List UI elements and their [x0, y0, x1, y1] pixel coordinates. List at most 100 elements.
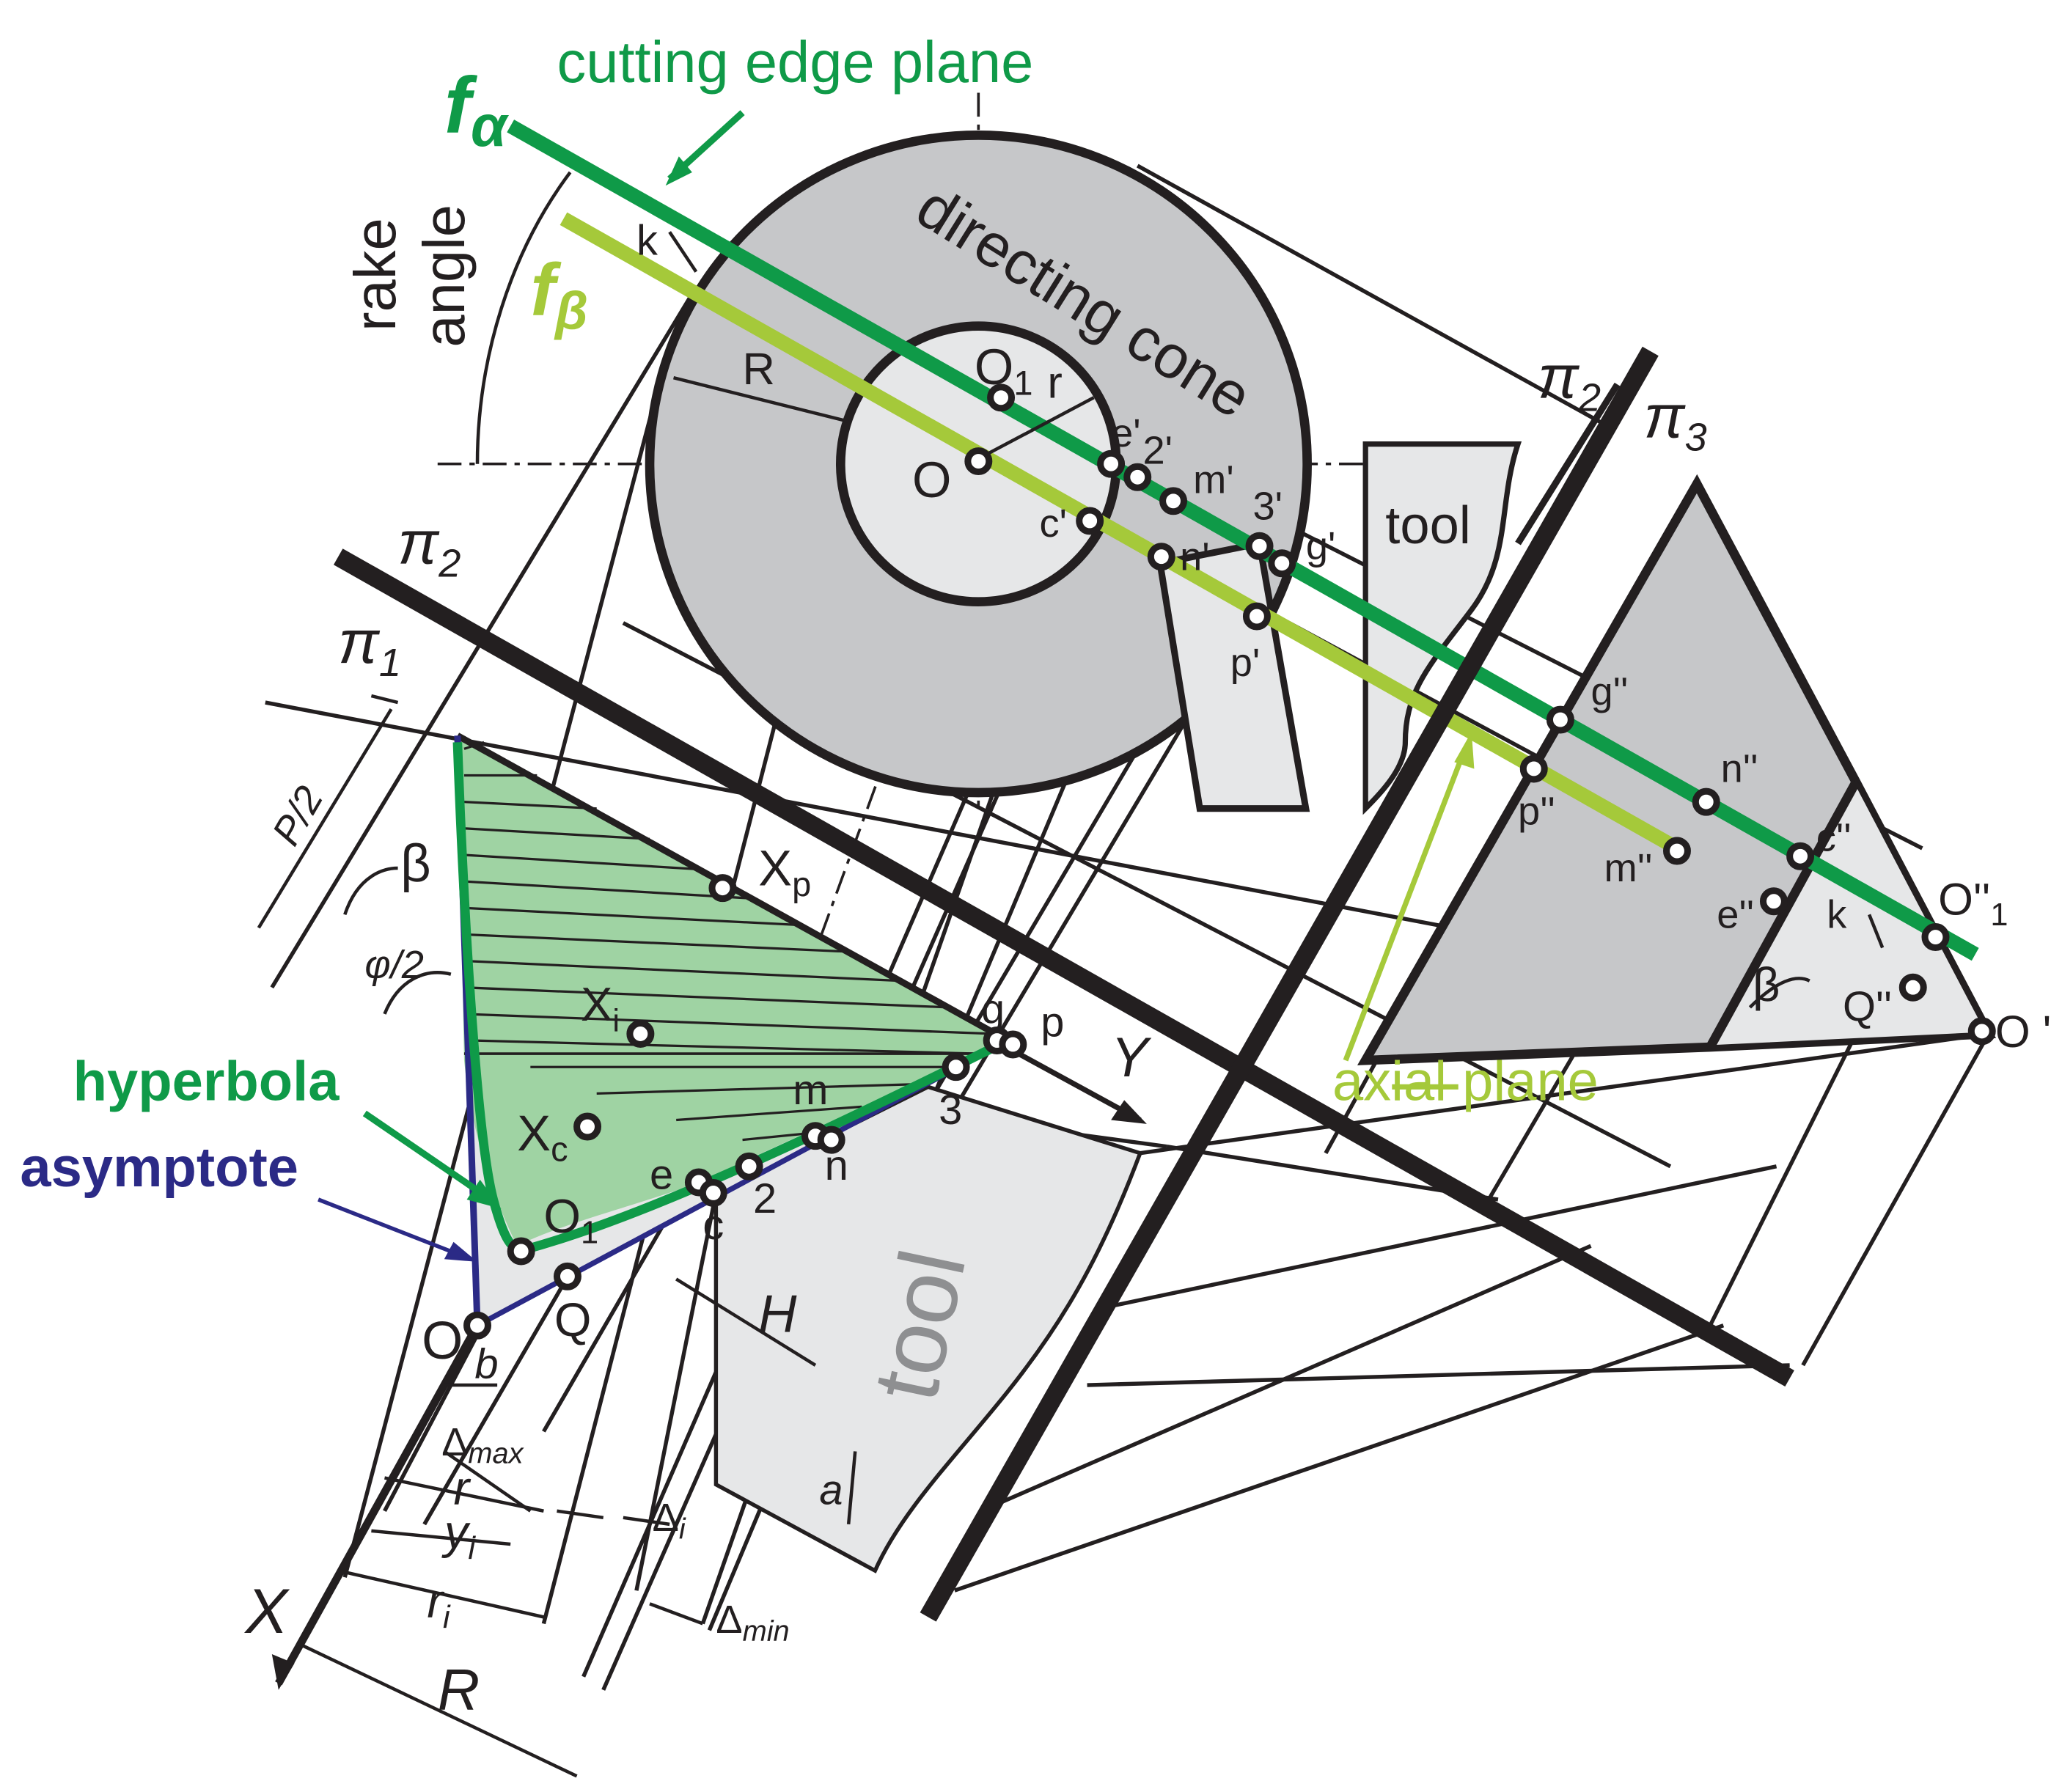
- label-c: c: [702, 1202, 724, 1249]
- label-e-dprime: e'': [1717, 892, 1754, 936]
- point-p-dprime: [1519, 754, 1548, 783]
- point-n: [817, 1125, 845, 1154]
- point-Xc: [573, 1112, 602, 1141]
- label-delta-max: Δmax: [441, 1420, 524, 1470]
- plane-lines: [507, 120, 1979, 961]
- point-3: [942, 1053, 970, 1082]
- label-p: p: [1041, 999, 1064, 1046]
- label-g-prime: g': [1306, 524, 1336, 568]
- label-Q-bottom: Q: [554, 1293, 592, 1346]
- label-p-prime: p': [1230, 641, 1261, 685]
- point-Xi: [626, 1020, 655, 1048]
- label-r-i: ri: [427, 1573, 451, 1634]
- dimensions: [257, 171, 1885, 1778]
- label-n-dprime: n'': [1721, 747, 1758, 791]
- point-3-prime: [1245, 532, 1274, 560]
- label-R-top: R: [743, 344, 775, 394]
- label-tool-top: tool: [1385, 496, 1471, 555]
- point-g-dprime: [1546, 705, 1574, 734]
- label-delta-min: Δmin: [716, 1598, 789, 1648]
- label-m-prime: m': [1193, 458, 1234, 502]
- label-Y: Y: [1111, 1027, 1152, 1089]
- label-Xi: Xi: [581, 977, 620, 1038]
- label-f-alpha: fα: [444, 61, 510, 158]
- label-pi1: π1: [338, 608, 401, 685]
- tool-bottom: [713, 1084, 1143, 1573]
- point-e-prime: [1097, 449, 1126, 478]
- label-O-bottom: O: [422, 1312, 463, 1370]
- label-k-right: k: [1827, 892, 1847, 936]
- label-O1-dprime: O''1: [1938, 874, 2008, 932]
- label-3: 3: [939, 1087, 962, 1134]
- hatching: [463, 741, 995, 1142]
- label-c-prime: c': [1039, 502, 1066, 546]
- label-2: 2: [753, 1175, 777, 1222]
- point-n-dprime: [1692, 787, 1720, 816]
- label-O-dprime: O '': [1995, 1007, 2051, 1057]
- label-beta-right: β: [1753, 958, 1780, 1011]
- label-delta-i: Δi: [653, 1496, 686, 1546]
- label-phi-half: φ/2: [364, 943, 424, 987]
- label-m: m: [793, 1067, 828, 1114]
- point-2: [735, 1152, 763, 1180]
- label-pi3: π3: [1644, 383, 1707, 460]
- point-p-prime: [1242, 602, 1271, 631]
- label-c-dprime: c'': [1816, 816, 1852, 860]
- point-O1-dprime: [1921, 923, 1950, 952]
- label-g: g: [981, 986, 1005, 1033]
- points: [463, 383, 1996, 1340]
- label-Xp: Xp: [758, 840, 811, 903]
- point-m-prime: [1159, 487, 1188, 515]
- label-n: n: [825, 1142, 848, 1189]
- label-r-top: r: [1047, 357, 1062, 408]
- label-O1-bottom: O1: [543, 1189, 598, 1250]
- label-b: b: [474, 1341, 498, 1388]
- label-O1-top: O1: [975, 339, 1033, 402]
- label-n-prime: n': [1180, 535, 1210, 579]
- label-p-dprime: p'': [1518, 789, 1555, 833]
- label-P-half: P/2: [264, 779, 332, 852]
- point-c-dprime: [1786, 842, 1815, 870]
- point-Xp: [708, 874, 737, 903]
- label-pi2-left: π2: [398, 508, 461, 585]
- label-a: a: [819, 1467, 843, 1514]
- axial-plane-line: [559, 212, 1681, 855]
- label-hyperbola: hyperbola: [73, 1050, 340, 1112]
- label-asymptote: asymptote: [20, 1136, 298, 1199]
- label-pi2-top: π2: [1538, 342, 1601, 419]
- label-rake: rake: [342, 218, 408, 331]
- label-R-dim: R: [438, 1657, 480, 1722]
- label-O-top: O: [912, 452, 951, 508]
- label-H: H: [758, 1285, 797, 1344]
- point-O-bottom: [463, 1311, 492, 1340]
- label-e-prime: e': [1111, 411, 1141, 455]
- point-n-prime: [1147, 543, 1175, 571]
- label-m-dprime: m'': [1604, 846, 1653, 890]
- point-Q-dprime: [1898, 973, 1927, 1002]
- point-2-prime: [1123, 463, 1152, 491]
- label-angle: angle: [411, 205, 477, 348]
- label-k-top: k: [636, 217, 658, 264]
- point-m-dprime: [1663, 837, 1691, 865]
- label-g-dprime: g'': [1590, 670, 1628, 714]
- label-cutting-edge-plane: cutting edge plane: [557, 29, 1033, 95]
- point-g-prime: [1268, 549, 1296, 578]
- point-e-dprime: [1759, 887, 1788, 916]
- point-O-top: [964, 447, 993, 476]
- point-Q: [553, 1262, 581, 1290]
- label-y-i: yi: [441, 1505, 477, 1565]
- label-r-dim: r: [453, 1461, 471, 1515]
- frame-lines: [333, 346, 1794, 1622]
- point-p: [999, 1030, 1027, 1059]
- label-axial-plane: axial plane: [1332, 1050, 1599, 1112]
- label-beta-left: β: [400, 834, 431, 893]
- label-X: X: [244, 1576, 290, 1647]
- label-Xc: Xc: [517, 1105, 568, 1168]
- point-O-dprime: [1967, 1017, 1996, 1046]
- point-O1-bottom: [507, 1237, 535, 1266]
- point-c: [699, 1178, 727, 1207]
- label-3-prime: 3': [1253, 485, 1283, 529]
- annotation-arrows: [318, 110, 1475, 1262]
- point-c-prime: [1076, 507, 1104, 535]
